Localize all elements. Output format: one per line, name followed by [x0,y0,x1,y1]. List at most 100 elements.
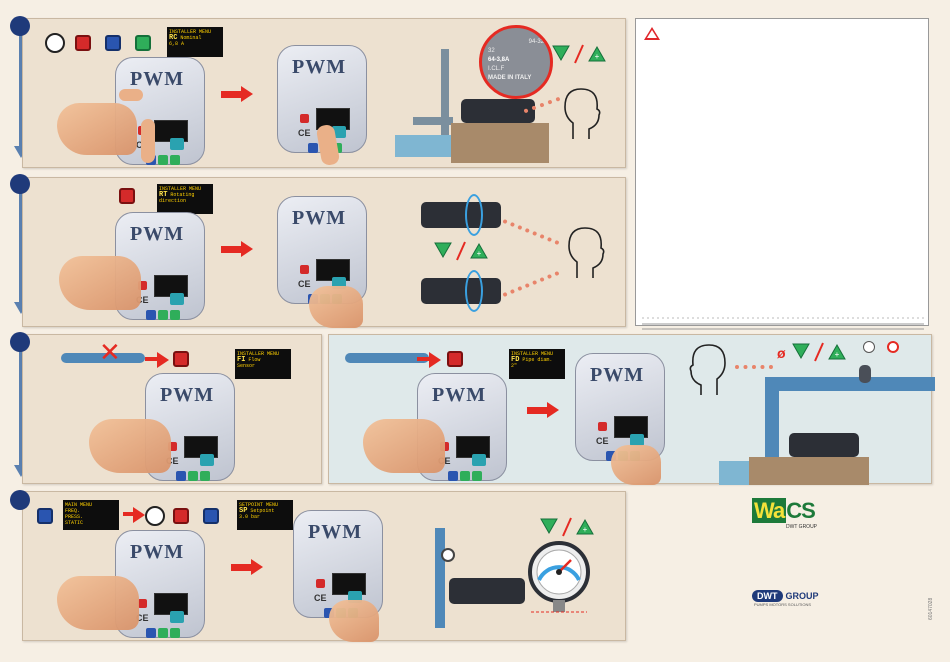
gaze-line [502,270,560,298]
red-button-icon [173,351,189,367]
device-red-button[interactable] [138,599,147,608]
lcd-title: INSTALLER MENU [511,351,554,357]
hand-illustration [329,600,379,642]
finger-illustration [119,89,143,101]
head-icon [568,227,605,278]
nameplate-magnifier: 94-32 32 64-3,8A I.CL.F MADE IN ITALY [479,25,553,99]
device-brand: PWM [160,384,215,406]
installer-menu-display: INSTALLER MENU RC Nominal 6,8 A [167,27,223,57]
pump-motor [461,99,535,123]
next-arrow [417,352,441,368]
nameplate-row: 64-3,8A [488,57,510,63]
pump-motor [421,278,501,304]
lcd-title: SETPOINT MENU [239,502,279,508]
lcd-title: MAIN MENU [65,502,93,508]
device-brand: PWM [590,364,645,386]
dwt-logo-mark: DWT [752,590,783,602]
next-arrow [145,352,169,368]
red-button-icon [173,508,189,524]
down-plus-icon-group: + [434,241,488,261]
device-red-button[interactable] [138,281,147,290]
pipe [765,377,935,391]
green-down-button-icon [135,35,151,51]
pwm-controller: PWM CE [575,353,665,461]
svg-text:+: + [835,350,840,359]
device-red-button[interactable] [300,114,309,123]
pipe [441,49,449,137]
no-sensor-cross-icon: ✕ [99,337,121,367]
wacs-logo-text: WaCS [752,498,816,523]
svg-text:+: + [583,525,588,534]
warning-icon [644,27,660,40]
device-red-button[interactable] [168,442,177,451]
lcd-value: 2" [511,363,518,369]
dwt-logo-sub: PUMPS MOTORS SOLUTIONS [754,602,812,607]
lcd-line: Nominal [180,35,202,41]
gaze-line [502,218,560,246]
hand-illustration [57,576,139,630]
pipe [765,377,779,463]
pipe [435,528,445,628]
device-brand: PWM [130,68,185,90]
pump-base [451,123,549,163]
step-arrow-3 [19,347,22,467]
step-panel-4: MAIN MENU FREQ. PRESS. STATIC SETPOINT M… [22,491,626,643]
wacs-logo: WaCS DWT GROUP [752,498,817,530]
hand-illustration [611,445,661,485]
ce-mark: CE [136,613,149,623]
flow-sensor-pipe [61,353,145,363]
step-panel-2: INSTALLER MENU RT Rotating direction PWM… [22,177,626,328]
next-arrow [231,559,263,575]
cs-mark [472,454,486,466]
installer-menu-display: INSTALLER MENU FD Pipe diam. 2" [509,349,565,379]
device-button-row [146,307,182,325]
nameplate-row: 94-32 [528,39,544,45]
device-button-row [146,625,182,643]
blue-button-icon [37,508,53,524]
cs-mark [170,293,184,305]
lcd-code: FI [237,356,246,364]
hand-illustration [89,419,171,473]
ce-mark: CE [596,436,609,446]
ce-mark: CE [166,456,179,466]
blue-button-icon [105,35,121,51]
next-arrow [527,402,559,418]
installer-menu-display: INSTALLER MENU FI Flow Sensor [235,349,291,379]
step-marker-4 [10,490,30,510]
svg-text:+: + [477,249,482,258]
lcd-line: Pipe diam. [522,357,553,363]
device-red-button[interactable] [316,579,325,588]
next-arrow [221,86,253,102]
ce-mark: CE [298,128,311,138]
lcd-line: PRESS. [65,514,84,520]
gauge-small-icon [441,548,455,562]
flow-sensor-pipe [345,353,429,363]
device-brand: PWM [292,207,347,229]
lcd-title: INSTALLER MENU [169,29,212,35]
device-brand: PWM [432,384,487,406]
status-light-off [863,341,875,353]
down-plus-icon-group: + [540,517,594,537]
lcd-code: RT [159,191,168,199]
setpoint-menu-display: SETPOINT MENU SP Setpoint 3.0 bar [237,500,293,530]
step-arrow-1 [19,30,22,148]
lcd-line: Sensor [237,363,256,369]
pump-motor [421,202,501,228]
step-marker-3 [10,332,30,352]
lcd-code: FD [511,356,520,364]
lcd-line: Flow [248,357,261,363]
lcd-line: direction [159,198,187,204]
lcd-code: RC [169,34,178,42]
device-brand: PWM [130,541,185,563]
device-red-button[interactable] [598,422,607,431]
pump-motor [789,433,859,457]
head-icon [689,344,726,395]
lcd-line: Rotating [170,192,195,198]
warning-notice-box [635,18,929,330]
lcd-value: 3.0 bar [239,514,261,520]
device-red-button[interactable] [300,265,309,274]
status-light-red [887,341,899,353]
pump-motor [449,578,525,604]
blue-button-icon [203,508,219,524]
